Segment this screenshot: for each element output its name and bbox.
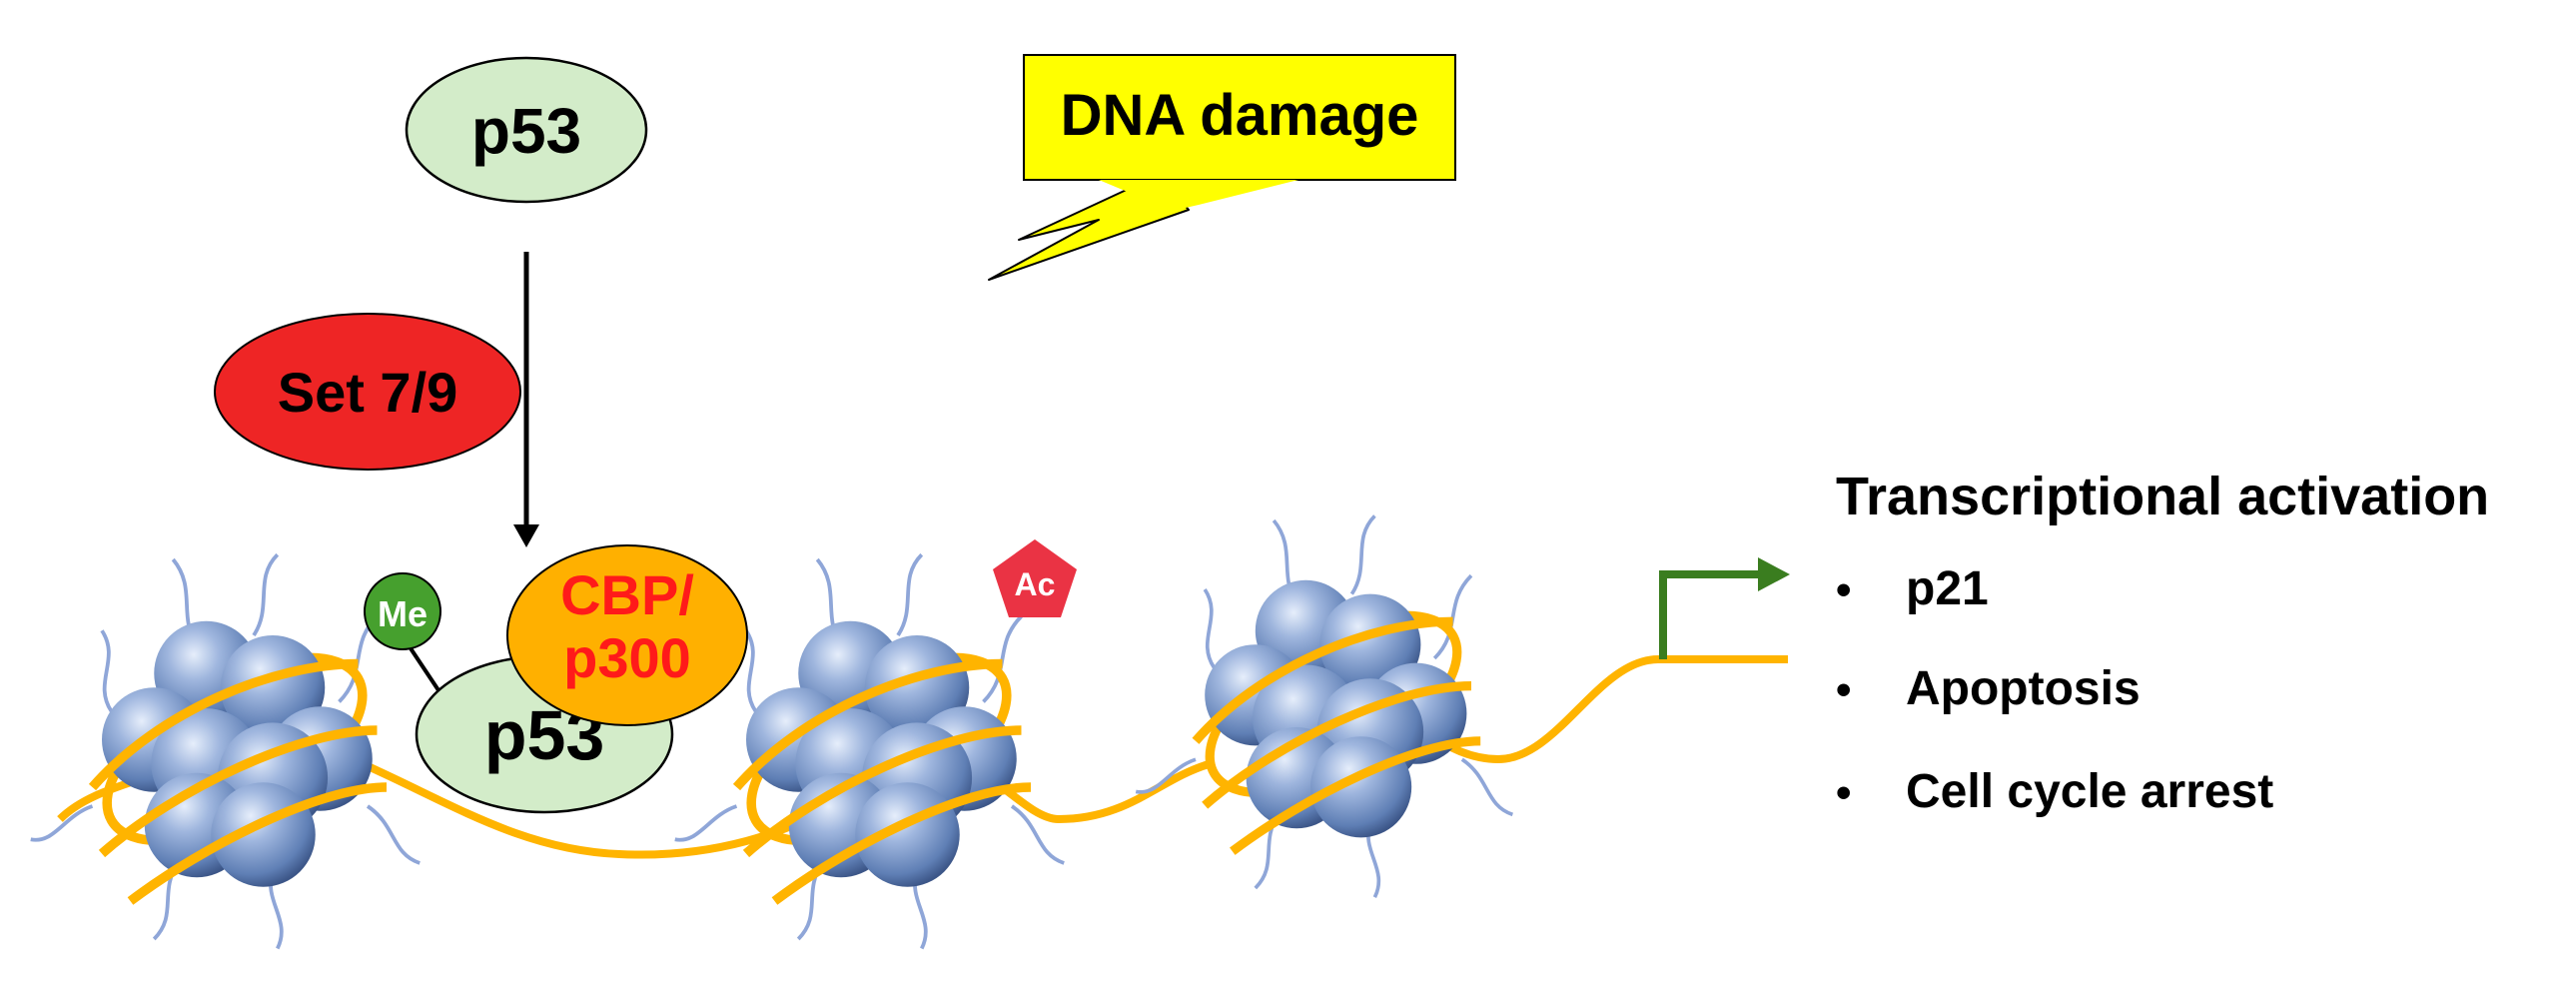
cbp-p300-protein [506, 544, 748, 726]
transcription-start-arrow [1659, 570, 1763, 659]
methyl-marker [364, 572, 441, 650]
outcome-item-cell-cycle-arrest: Cell cycle arrest [1906, 765, 2273, 818]
p53-free-label: p53 [471, 95, 581, 167]
nucleosome-1 [31, 554, 421, 948]
set79-label: Set 7/9 [278, 361, 458, 424]
outcomes-title: Transcriptional activation [1836, 467, 2489, 526]
outcome-item-p21: p21 [1906, 562, 1989, 615]
outcome-bullet-3: • [1836, 768, 1851, 817]
outcome-bullet-2: • [1836, 665, 1851, 714]
methyl-label: Me [378, 593, 428, 634]
dna-damage-label: DNA damage [1061, 83, 1419, 148]
acetyl-marker [993, 539, 1077, 617]
cbp-label-line1: CBP/ [560, 563, 694, 626]
dna-damage-box [1023, 54, 1456, 181]
set79-enzyme [214, 313, 521, 471]
cbp-label-line2: p300 [563, 626, 691, 689]
nucleosome-3 [1136, 515, 1512, 897]
acetyl-label: Ac [1015, 566, 1056, 602]
p53-free-protein [405, 56, 648, 204]
outcome-bullet-1: • [1836, 565, 1851, 614]
outcome-item-apoptosis: Apoptosis [1906, 662, 2141, 715]
